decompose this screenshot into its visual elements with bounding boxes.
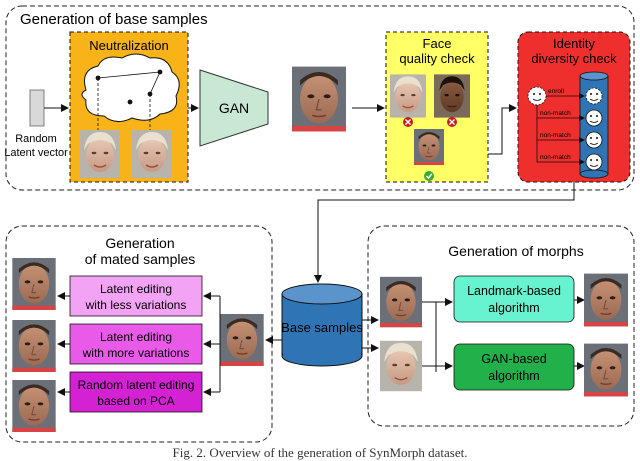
generated-face-image: [292, 66, 346, 132]
mated-source-face-image: [220, 314, 264, 366]
morph-box-label: algorithm: [488, 301, 539, 315]
mated-title-2: of mated samples: [85, 251, 196, 267]
smiley-icon: [585, 109, 603, 127]
face-image-neutral: [132, 130, 172, 178]
arrow-to-identity-check: [488, 104, 517, 155]
morph-box-label: algorithm: [488, 369, 539, 383]
edge-label-enroll: enroll: [548, 88, 564, 95]
landmark-algorithm-box: [453, 275, 575, 323]
mated-box-label: Latent editing: [100, 282, 172, 296]
morph-source-face-image: [380, 276, 422, 328]
morph-box-label: Landmark-based: [467, 284, 561, 298]
mated-box-label: with more variations: [82, 346, 190, 360]
mated-box-pca: [69, 371, 203, 413]
face-image-smiling: [80, 130, 120, 178]
mated-title-1: Generation: [105, 235, 174, 251]
latent-point: [127, 99, 133, 105]
smiley-icon: [585, 87, 603, 105]
smiley-icon: [585, 131, 603, 149]
morph-box-label: GAN-based: [481, 352, 546, 366]
reject-icon: [403, 117, 413, 127]
morphed-face-image: [584, 272, 628, 328]
random-latent-label-2: Latent vector: [4, 147, 68, 159]
latent-vector-block: [29, 89, 45, 127]
identity-check-label-1: Identity: [553, 36, 595, 51]
base-samples-panel: [5, 5, 635, 191]
mated-box-label: based on PCA: [97, 394, 174, 408]
latent-space-cloud: [81, 53, 180, 122]
mated-face-image: [12, 320, 56, 372]
accept-icon: [424, 171, 434, 181]
mated-box-label: Random latent editing: [78, 378, 195, 392]
gan-label: GAN: [219, 100, 249, 116]
gan-algorithm-box: [453, 343, 575, 391]
edge-label-non-match: non-match: [540, 154, 571, 161]
face-quality-label-2: quality check: [399, 51, 475, 66]
arrow-identity-to-database: [314, 182, 575, 283]
morph-source-face-image: [380, 340, 422, 392]
edge-label-non-match: non-match: [540, 110, 571, 117]
figure-caption: Fig. 2. Overview of the generation of Sy…: [172, 445, 468, 460]
edge-label-non-match: non-match: [540, 132, 571, 139]
random-latent-label-1: Random: [15, 133, 57, 145]
face-quality-label-1: Face: [423, 36, 452, 51]
mated-box-label: with less variations: [85, 298, 187, 312]
accepted-face-image: [414, 128, 444, 166]
database-label: Base samples: [281, 320, 363, 335]
smiley-icon: [585, 153, 603, 171]
mated-face-image: [12, 380, 56, 432]
mated-box-label: Latent editing: [100, 330, 172, 344]
identity-check-label-2: diversity check: [531, 51, 617, 66]
candidate-smiley-icon: [527, 86, 547, 106]
rejected-face-image: [434, 74, 470, 118]
morphs-panel: [367, 225, 635, 427]
rejected-face-image: [390, 74, 426, 118]
morphs-title: Generation of morphs: [448, 243, 583, 259]
mated-face-image: [12, 258, 56, 310]
reject-icon: [447, 117, 457, 127]
base-samples-title: Generation of base samples: [20, 11, 208, 28]
base-samples-database: [281, 283, 363, 367]
gan-block: [199, 69, 269, 147]
mated-samples-panel: [5, 225, 273, 443]
morphed-face-image: [584, 342, 628, 398]
neutralization-label: Neutralization: [89, 38, 169, 53]
mated-box-less-variations: [69, 275, 203, 317]
